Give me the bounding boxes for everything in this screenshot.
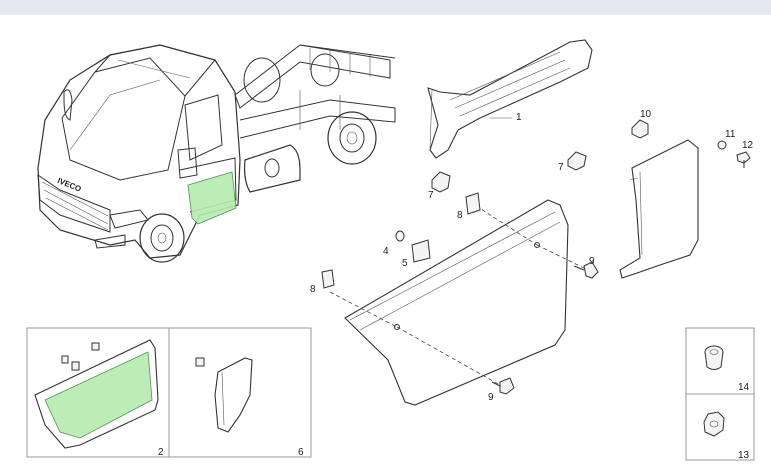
callout-7a: 7 [558, 162, 564, 173]
callout-9a: 9 [589, 256, 595, 267]
callout-8a: 8 [457, 210, 463, 221]
part-14-grommet [704, 345, 724, 370]
callout-1: 1 [516, 112, 522, 123]
callout-10: 10 [640, 109, 652, 120]
inset-6-parts [195, 357, 253, 433]
fastener-7a [567, 151, 587, 171]
callout-8b: 8 [310, 284, 316, 295]
exploded-view-diagram: IVECO [26, 39, 755, 461]
callout-6: 6 [298, 447, 304, 458]
part-13-nut [703, 411, 725, 437]
screw-9a [573, 261, 599, 279]
truck-illustration: IVECO [37, 44, 396, 263]
clip-8a [465, 192, 481, 215]
part-1-sill [427, 39, 593, 159]
fastener-12 [736, 151, 751, 168]
washer-4 [395, 230, 405, 242]
callout-13: 13 [738, 450, 750, 461]
clip-8b [321, 269, 335, 289]
callout-4: 4 [383, 246, 389, 257]
fastener-10 [631, 119, 649, 139]
rear-side-panel [619, 139, 699, 279]
header-bar [0, 0, 771, 15]
screw-9b [491, 377, 515, 395]
callout-7b: 7 [428, 190, 434, 201]
parts-diagram: IVECO [0, 15, 771, 468]
inset-2-parts [34, 339, 159, 449]
highlighted-door-panel [187, 171, 237, 225]
callout-5: 5 [402, 258, 408, 269]
callout-12: 12 [742, 140, 754, 151]
callout-14: 14 [738, 382, 750, 393]
callout-2: 2 [158, 447, 164, 458]
callout-11: 11 [725, 129, 736, 140]
fastener-11 [717, 140, 727, 150]
callout-9b: 9 [488, 392, 494, 403]
main-door-panel [329, 199, 589, 406]
clip-5 [411, 239, 431, 263]
fastener-7b [431, 171, 451, 193]
